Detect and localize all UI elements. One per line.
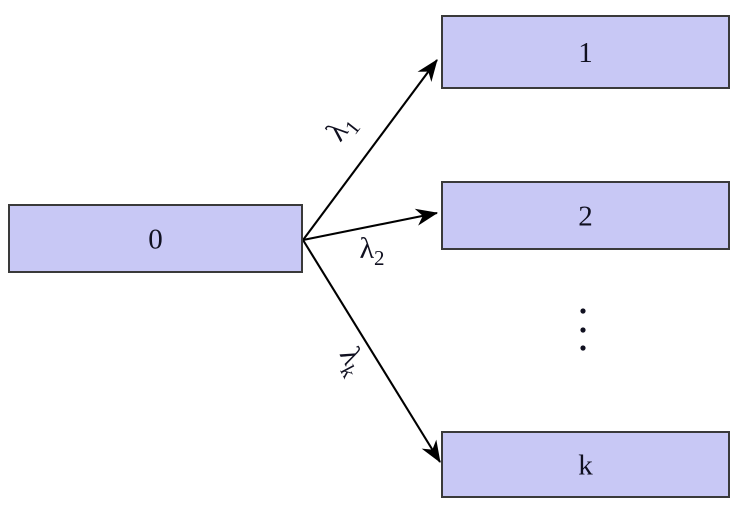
node-1-label: 1 [578, 37, 593, 69]
node-k[interactable]: k [441, 431, 730, 498]
nodes-group: 0 1 2 k [8, 15, 730, 498]
node-2-label: 2 [578, 201, 593, 233]
lambda-2-symbol: λ [359, 232, 374, 265]
node-k-rect[interactable] [441, 431, 730, 498]
node-2[interactable]: 2 [441, 181, 730, 250]
edges-group [302, 59, 441, 463]
lambda-2-subscript: 2 [374, 246, 385, 270]
lambda-1-text: λ1 [320, 107, 365, 150]
node-k-label: k [578, 450, 593, 482]
node-1-rect[interactable] [441, 15, 730, 89]
node-2-rect[interactable] [441, 181, 730, 250]
vertical-dots-icon [580, 308, 586, 351]
edge-labels-group: λ1 λ2 λk [320, 107, 385, 382]
edge-lambda-1-line [302, 59, 438, 241]
edge-lambda-2-line [302, 208, 439, 242]
edge-lambda-k-line [302, 239, 441, 463]
node-0-rect[interactable] [8, 204, 303, 273]
edge-label-lambda-k: λk [329, 342, 375, 382]
vdots-dot-2 [580, 327, 586, 333]
lambda-k-text: λk [329, 342, 375, 382]
node-0-label: 0 [148, 224, 163, 256]
edge-label-lambda-2: λ2 [359, 232, 384, 270]
lambda-2-text: λ2 [359, 232, 384, 270]
node-0[interactable]: 0 [8, 204, 303, 273]
vdots-dot-1 [580, 308, 586, 314]
edge-label-lambda-1: λ1 [320, 107, 365, 150]
vdots-dot-3 [580, 345, 586, 351]
node-1[interactable]: 1 [441, 15, 730, 89]
